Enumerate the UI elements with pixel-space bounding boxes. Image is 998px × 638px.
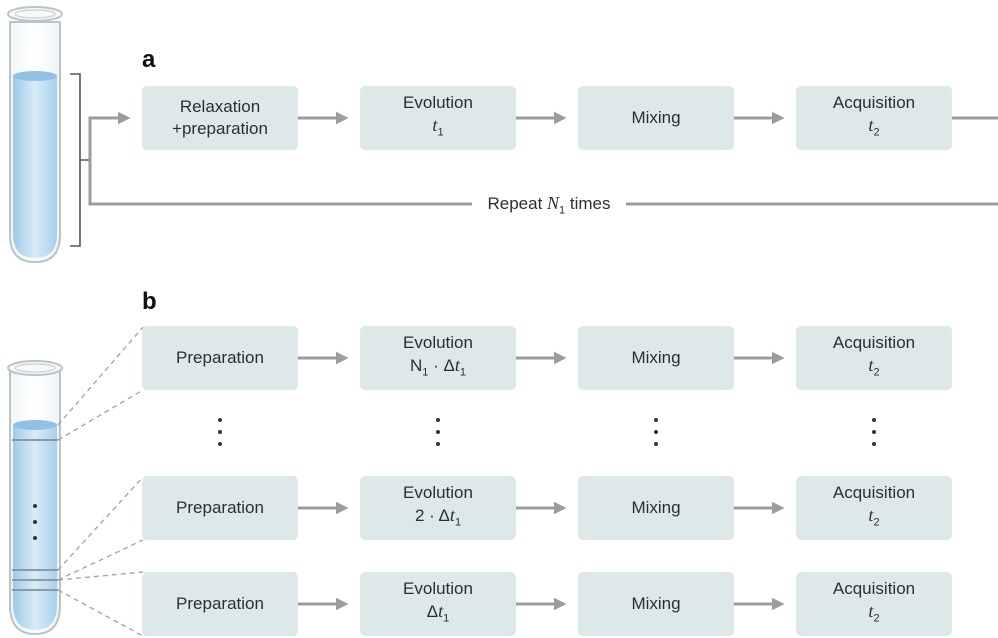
box-label: Evolution bbox=[403, 579, 473, 599]
evolution-box: Evolution t1 bbox=[360, 86, 516, 150]
mixing-box-n: Mixing bbox=[578, 326, 734, 390]
box-label: Mixing bbox=[631, 594, 681, 613]
box-label: Acquisition bbox=[832, 333, 916, 353]
box-sublabel: Δt1 bbox=[426, 601, 450, 625]
evolution-box-2: Evolution 2 · Δt1 bbox=[360, 476, 516, 540]
box-label: Mixing bbox=[631, 498, 681, 517]
box-label: Acquisition bbox=[832, 483, 916, 503]
mixing-box-1: Mixing bbox=[578, 572, 734, 636]
preparation-box-n: Preparation bbox=[142, 326, 298, 390]
box-label: Preparation bbox=[176, 348, 264, 367]
box-label: Mixing bbox=[631, 348, 681, 367]
panel-label-a: a bbox=[142, 46, 156, 73]
box-sublabel: 2 · Δt1 bbox=[414, 505, 462, 529]
box-label: Evolution bbox=[403, 333, 473, 353]
tube-bracket bbox=[70, 73, 90, 247]
ellipsis-icon bbox=[434, 418, 442, 454]
repeat-label: Repeat N1 times bbox=[472, 191, 626, 216]
box-sublabel: N1 · Δt1 bbox=[409, 355, 466, 379]
box-label: Acquisition bbox=[832, 579, 916, 599]
ellipsis-icon bbox=[870, 418, 878, 454]
box-label: Relaxation bbox=[179, 97, 261, 116]
evolution-box-n: Evolution N1 · Δt1 bbox=[360, 326, 516, 390]
box-sublabel: t2 bbox=[868, 505, 880, 529]
box-sublabel: t2 bbox=[868, 355, 880, 379]
box-sublabel: t1 bbox=[432, 115, 444, 139]
box-label: Evolution bbox=[403, 483, 473, 503]
panel-label-b: b bbox=[142, 288, 157, 315]
mixing-box: Mixing bbox=[578, 86, 734, 150]
acquisition-box-n: Acquisition t2 bbox=[796, 326, 952, 390]
box-label: Acquisition bbox=[832, 93, 916, 113]
box-sublabel: t2 bbox=[868, 601, 880, 625]
preparation-box-2: Preparation bbox=[142, 476, 298, 540]
preparation-box-1: Preparation bbox=[142, 572, 298, 636]
sample-tube-a bbox=[7, 6, 63, 264]
acquisition-box-1: Acquisition t2 bbox=[796, 572, 952, 636]
box-label: Preparation bbox=[176, 498, 264, 517]
mixing-box-2: Mixing bbox=[578, 476, 734, 540]
evolution-box-1: Evolution Δt1 bbox=[360, 572, 516, 636]
box-label: Mixing bbox=[631, 108, 681, 127]
relaxation-preparation-box: Relaxation +preparation bbox=[142, 86, 298, 150]
acquisition-box-2: Acquisition t2 bbox=[796, 476, 952, 540]
ellipsis-icon bbox=[216, 418, 224, 454]
acquisition-box: Acquisition t2 bbox=[796, 86, 952, 150]
ellipsis-icon bbox=[652, 418, 660, 454]
box-label: Evolution bbox=[403, 93, 473, 113]
box-label: +preparation bbox=[172, 119, 268, 138]
box-sublabel: t2 bbox=[868, 115, 880, 139]
box-label: Preparation bbox=[176, 594, 264, 613]
sample-tube-b bbox=[7, 360, 63, 636]
